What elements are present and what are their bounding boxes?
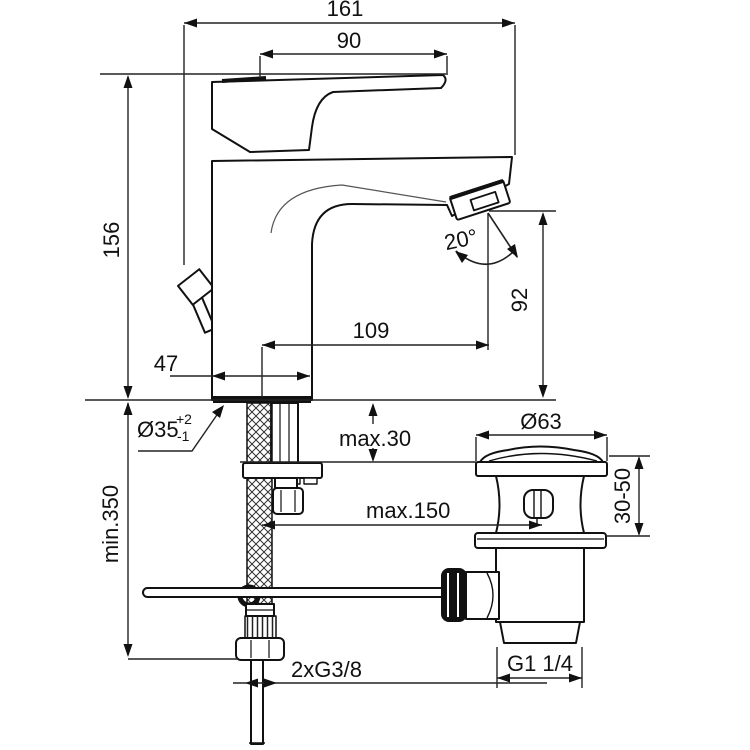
label-hole-tolerance-plus: +2 xyxy=(176,411,192,427)
spout-outlet xyxy=(449,178,511,221)
hose-connection-nut xyxy=(235,637,285,661)
outlet-top-edge xyxy=(449,178,504,201)
label-waste-flange-diameter: Ø63 xyxy=(520,409,562,434)
fixing-nut-facets xyxy=(280,490,296,512)
waste-top-flange xyxy=(475,461,608,477)
aerator-face xyxy=(469,190,500,212)
braided-supply-hose xyxy=(246,402,273,606)
ball-joint-clamp xyxy=(441,568,467,622)
label-max-deck-thickness: max.30 xyxy=(339,426,411,451)
handle-knob xyxy=(176,268,216,306)
label-hole-diameter: Ø35 xyxy=(137,417,179,442)
fixing-flange xyxy=(242,462,323,479)
waste-plug-dome-inner xyxy=(488,452,598,462)
label-waste-deck-range: 30-50 xyxy=(610,468,635,524)
shank-lower-segment xyxy=(274,477,298,489)
waste-deck-flange xyxy=(474,532,607,549)
label-hole-tolerance-minus: -1 xyxy=(177,428,190,444)
label-max-rod-distance: max.150 xyxy=(366,498,450,523)
dimension-graphics xyxy=(85,18,650,688)
fixing-nut xyxy=(272,487,304,515)
label-outlet-height: 92 xyxy=(507,288,532,312)
handle-knob-face xyxy=(176,268,216,306)
hose-tail-tube xyxy=(250,659,264,745)
label-lever-length: 90 xyxy=(337,28,361,53)
waste-plug-dome xyxy=(479,445,604,463)
threaded-shank xyxy=(270,402,299,464)
label-supply-thread: 2xG3/8 xyxy=(291,657,362,682)
flange-tab-right xyxy=(303,477,318,485)
pop-up-waste xyxy=(441,445,608,644)
lever-handle-indicator-mark xyxy=(221,76,267,83)
hose-nut-facets xyxy=(250,640,270,658)
ball-joint-clamp-stripes xyxy=(447,573,459,617)
pop-up-rod xyxy=(142,587,446,598)
label-waste-thread: G1 1/4 xyxy=(507,651,573,676)
faucet-figure xyxy=(142,74,608,745)
label-overall-width: 161 xyxy=(327,0,364,21)
label-min-hose-length: min.350 xyxy=(98,485,123,563)
hose-compression-sleeve xyxy=(244,615,277,639)
shank-thread-lines xyxy=(279,403,290,463)
label-spout-reach: 109 xyxy=(353,318,390,343)
ball-joint-housing-curve xyxy=(486,572,494,619)
waste-lower-body xyxy=(495,547,585,623)
ball-joint-housing xyxy=(465,571,500,620)
label-base-width: 47 xyxy=(154,351,178,376)
dimension-labels: 161 90 156 109 47 20° 92 Ø35 +2 -1 max.3… xyxy=(98,0,635,682)
label-total-height: 156 xyxy=(99,222,124,259)
waste-lever-slot xyxy=(523,489,554,519)
lever-handle xyxy=(211,74,447,153)
waste-threaded-tail xyxy=(499,621,581,644)
spout-contour-detail-line xyxy=(270,184,447,234)
